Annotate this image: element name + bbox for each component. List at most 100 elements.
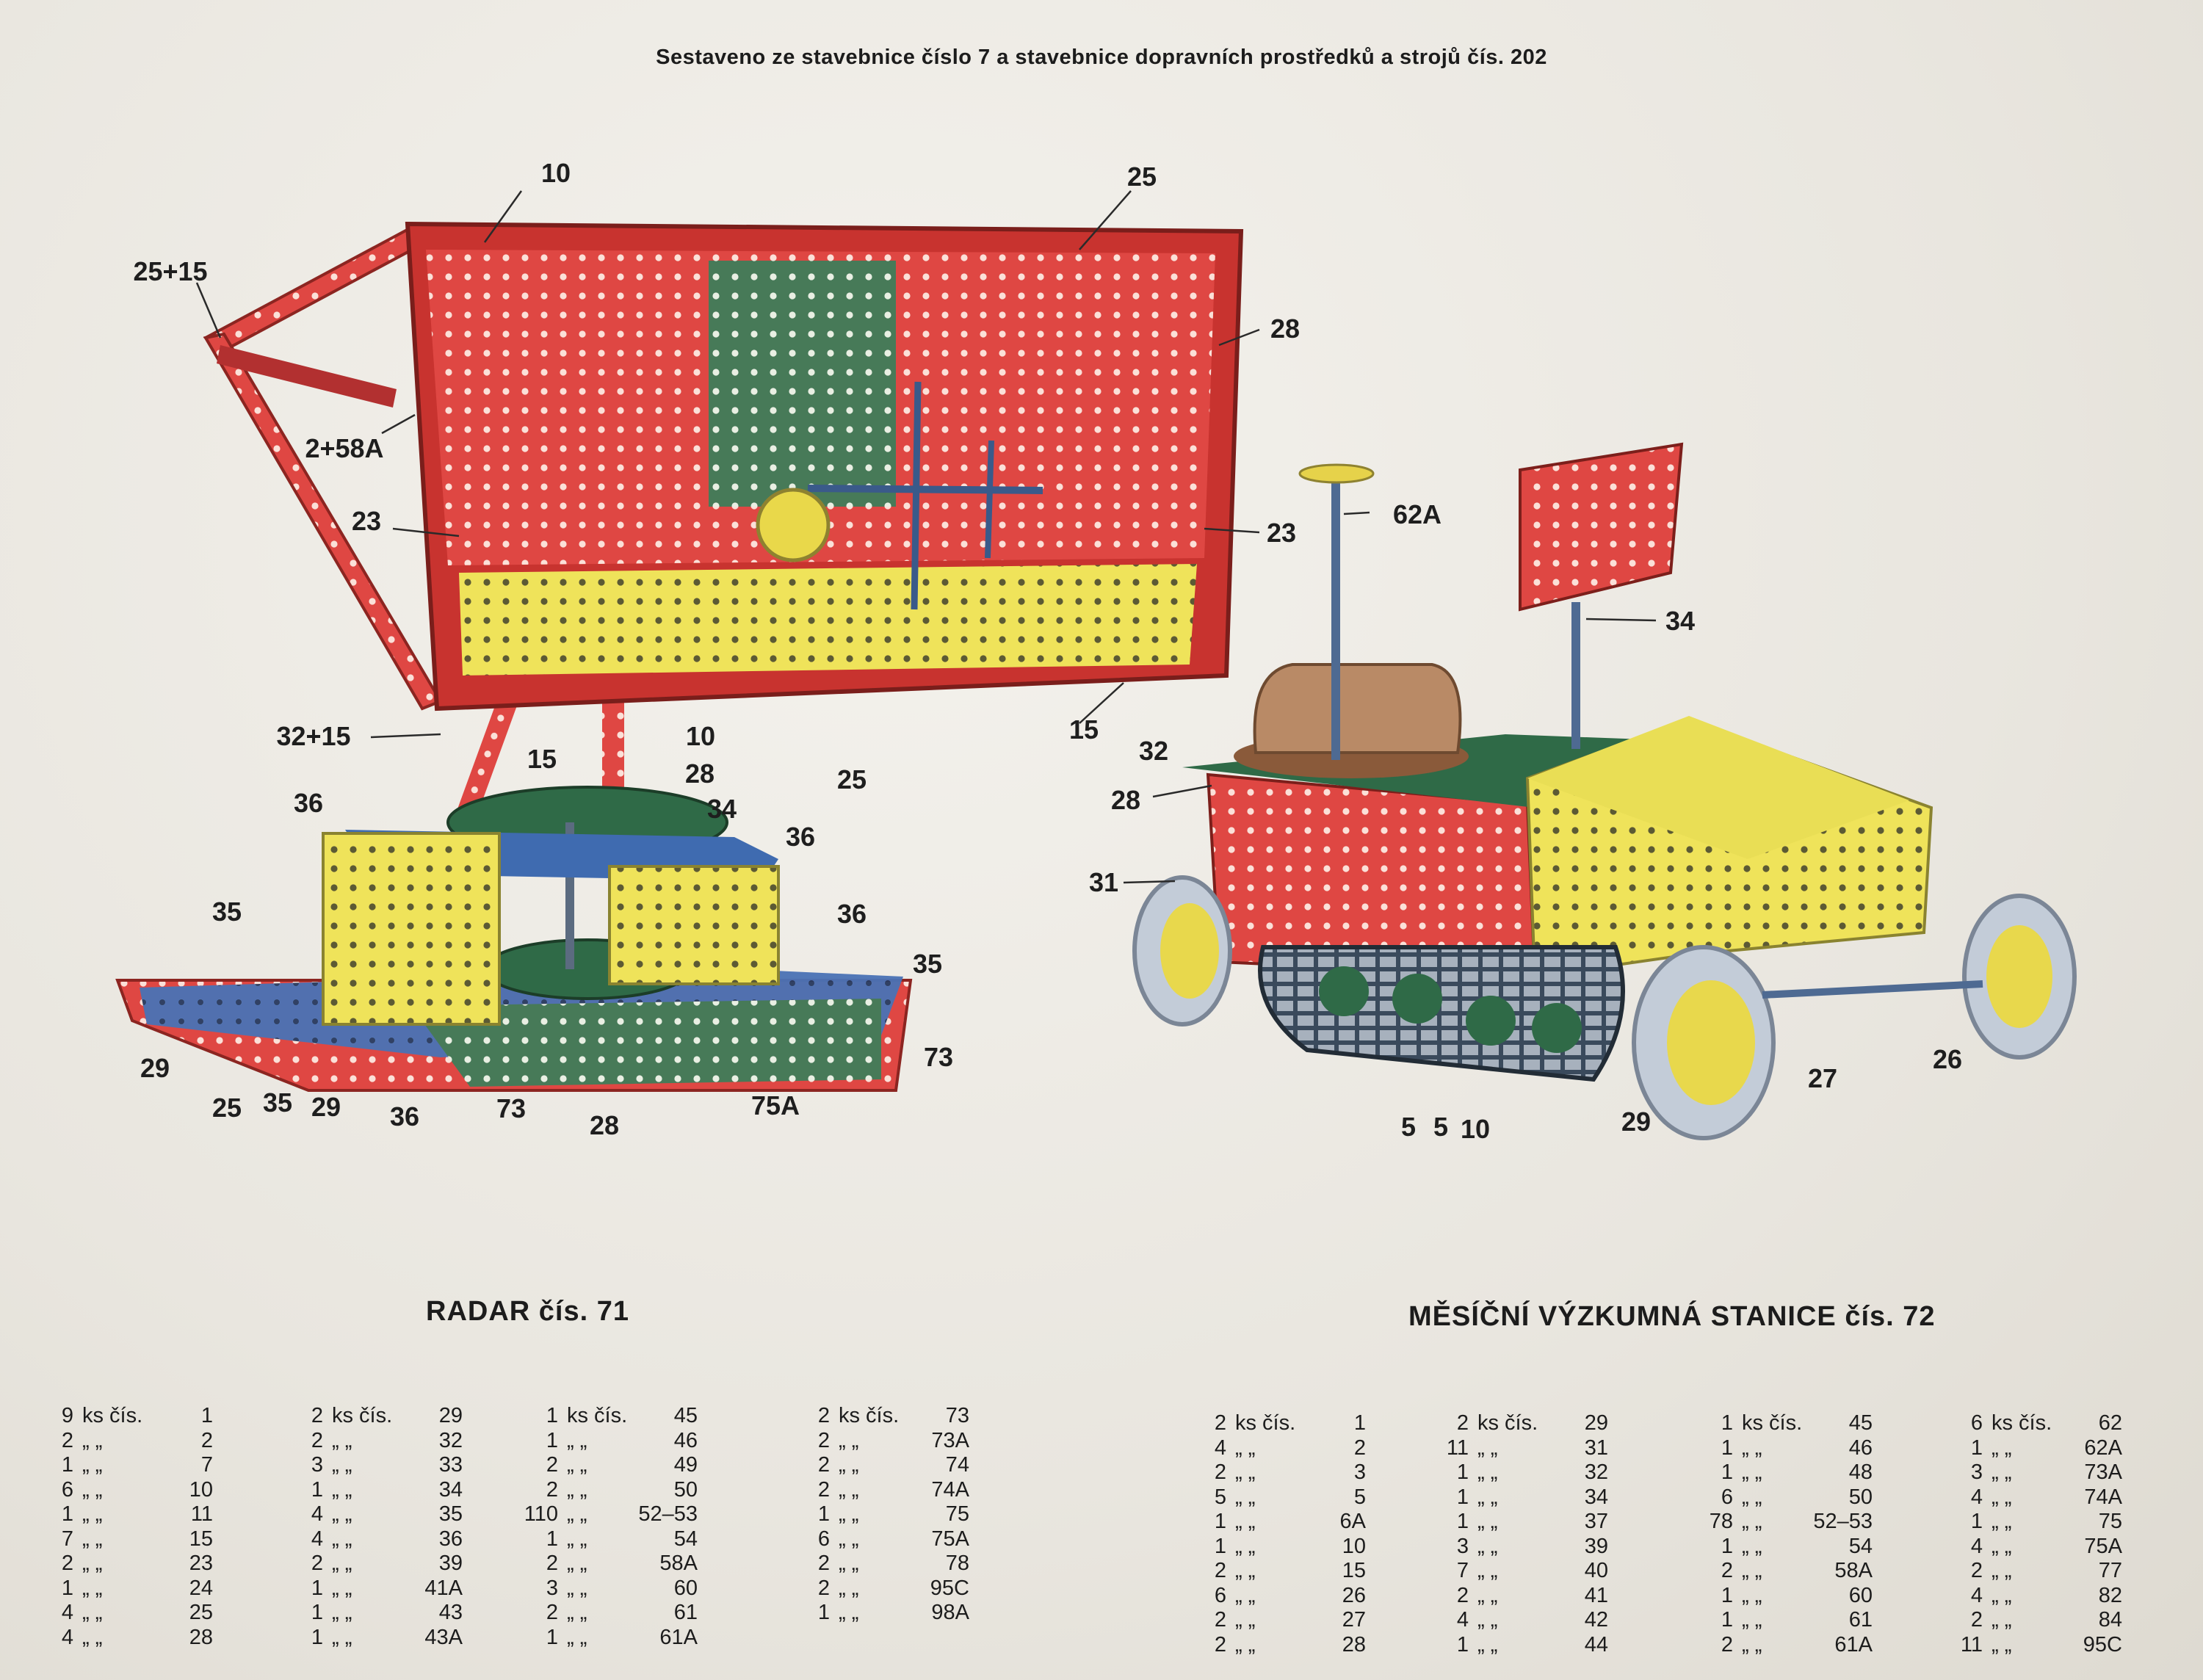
part-quantity: 1 <box>311 1601 323 1624</box>
part-quantity: 4 <box>1456 1608 1469 1632</box>
callout: 36 <box>786 822 815 852</box>
mini-radar-mast <box>1571 602 1580 749</box>
part-unit: „ „ <box>567 1477 587 1502</box>
part-number: 48 <box>1848 1460 1873 1484</box>
part-number: 1 <box>1353 1411 1366 1435</box>
part-number: 2 <box>200 1428 213 1452</box>
callout: 28 <box>1270 314 1300 344</box>
part-number: 54 <box>673 1527 698 1551</box>
part-number: 7 <box>200 1453 213 1477</box>
part-unit: „ „ <box>567 1527 587 1551</box>
part-unit: „ „ <box>1235 1460 1256 1484</box>
part-number: 37 <box>1584 1510 1608 1533</box>
parts-row: 2„ „77 <box>1931 1559 2152 1584</box>
mast-62a <box>1331 481 1340 760</box>
part-number: 2 <box>1353 1435 1366 1460</box>
part-number: 32 <box>438 1428 463 1452</box>
part-quantity: 2 <box>1970 1608 1983 1632</box>
part-number: 31 <box>1584 1435 1608 1460</box>
part-unit: „ „ <box>82 1625 103 1649</box>
part-number: 52–53 <box>638 1502 698 1526</box>
front-axle <box>1762 980 1983 999</box>
part-quantity: 2 <box>311 1552 323 1575</box>
part-number: 60 <box>1848 1583 1873 1607</box>
parts-row: 2„ „61A <box>1682 1633 1902 1658</box>
part-unit: „ „ <box>1742 1485 1762 1509</box>
part-unit: „ „ <box>567 1502 587 1526</box>
part-unit: „ „ <box>332 1477 352 1502</box>
parts-row: 2„ „41 <box>1417 1584 1638 1609</box>
part-unit: „ „ <box>1477 1559 1498 1582</box>
part-unit: „ „ <box>1477 1460 1498 1484</box>
antenna-panel-green <box>709 261 896 507</box>
part-number: 6A <box>1339 1510 1366 1533</box>
part-unit: „ „ <box>839 1502 859 1526</box>
parts-row: 2„ „73A <box>778 1429 999 1454</box>
part-unit: „ „ <box>1477 1534 1498 1558</box>
callout: 75A <box>751 1090 800 1120</box>
part-unit: „ „ <box>82 1428 103 1452</box>
part-number: 41A <box>424 1576 463 1600</box>
wheel-rear-left-hub <box>1160 903 1219 999</box>
part-unit: „ „ <box>1992 1632 2012 1657</box>
part-quantity: 3 <box>546 1576 558 1600</box>
part-number: 73A <box>931 1428 969 1452</box>
callout: 35 <box>212 897 242 927</box>
part-unit: „ „ <box>1235 1510 1256 1533</box>
callout: 10 <box>1461 1114 1490 1144</box>
parts-row: 2„ „58A <box>1682 1559 1902 1584</box>
part-quantity: 3 <box>1970 1460 1983 1484</box>
part-quantity: 7 <box>61 1527 73 1551</box>
part-unit: ks čís. <box>567 1404 628 1427</box>
side-plate-left <box>322 832 501 1026</box>
parts-row: 78„ „52–53 <box>1682 1510 1902 1535</box>
part-number: 28 <box>1342 1632 1366 1657</box>
part-unit: „ „ <box>839 1601 859 1624</box>
part-number: 3 <box>1353 1460 1366 1484</box>
crank-rod <box>807 485 1043 494</box>
parts-row: 1„ „44 <box>1417 1633 1638 1658</box>
callout: 32+15 <box>276 721 350 751</box>
part-unit: „ „ <box>1742 1460 1762 1484</box>
part-number: 32 <box>1584 1460 1608 1484</box>
part-unit: ks čís. <box>332 1404 393 1427</box>
part-number: 46 <box>1848 1435 1873 1460</box>
part-quantity: 1 <box>1721 1460 1733 1484</box>
part-number: 75A <box>2084 1534 2122 1558</box>
parts-row: 1„ „54 <box>1682 1535 1902 1560</box>
part-quantity: 2 <box>1214 1632 1226 1657</box>
parts-row: 2„ „39 <box>272 1552 492 1576</box>
part-quantity: 2 <box>1970 1559 1983 1582</box>
part-number: 74A <box>931 1477 969 1502</box>
part-quantity: 1 <box>1721 1583 1733 1607</box>
part-unit: „ „ <box>1742 1534 1762 1558</box>
gear-disc <box>756 488 831 562</box>
part-unit: ks čís. <box>1477 1411 1538 1435</box>
part-quantity: 2 <box>817 1552 830 1575</box>
part-number: 33 <box>438 1453 463 1477</box>
part-quantity: 1 <box>1456 1632 1469 1657</box>
part-number: 73 <box>945 1404 969 1427</box>
part-quantity: 2 <box>1456 1411 1469 1435</box>
part-quantity: 1 <box>1214 1534 1226 1558</box>
part-number: 36 <box>438 1527 463 1551</box>
callouts-radar: 10 25 25+15 28 2+58A 23 23 32+15 15 10 2… <box>133 158 1300 1140</box>
base-plate-green <box>411 999 881 1087</box>
part-unit: „ „ <box>1235 1435 1256 1460</box>
parts-row: 2„ „95C <box>778 1576 999 1601</box>
callout: 29 <box>1621 1107 1651 1137</box>
part-number: 61A <box>1834 1632 1873 1657</box>
part-unit: „ „ <box>1992 1460 2012 1484</box>
part-quantity: 11 <box>1446 1435 1469 1460</box>
part-quantity: 2 <box>61 1552 73 1575</box>
part-quantity: 5 <box>1214 1485 1226 1509</box>
part-number: 77 <box>2098 1559 2122 1582</box>
parts-row: 4„ „82 <box>1931 1584 2152 1609</box>
parts-row: 1„ „37 <box>1417 1510 1638 1535</box>
parts-row: 1„ „24 <box>22 1576 242 1601</box>
parts-row: 11„ „95C <box>1931 1633 2152 1658</box>
road-wheel-3 <box>1466 996 1516 1046</box>
